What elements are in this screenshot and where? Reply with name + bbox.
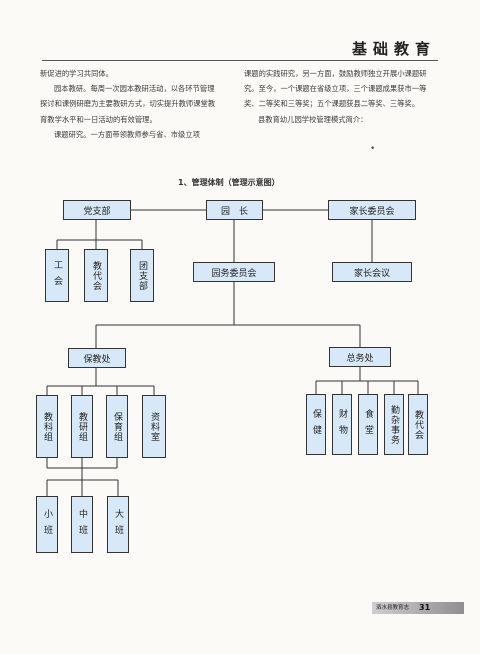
- box-label: 教科组: [42, 411, 52, 442]
- right-column: 课题的实践研究，另一方面，鼓励教师独立开展小课题研究。至今，一个课题在省级立项，…: [244, 66, 440, 127]
- general-child-box: 财物: [332, 394, 352, 455]
- box-label: 勤杂事务: [389, 404, 399, 445]
- footer-bar: [372, 602, 464, 614]
- box-label: 保健: [311, 408, 321, 441]
- box-label: 团支部: [137, 260, 147, 291]
- general-child-box: 保健: [306, 394, 326, 455]
- page-number: 31: [419, 603, 431, 612]
- party-child-box: 团支部: [130, 249, 154, 302]
- box-label: 总务处: [346, 353, 374, 364]
- care-child-box: 保育组: [106, 395, 128, 458]
- care-child-box: 教科组: [36, 395, 58, 458]
- paragraph: 县教育幼儿园学校管理模式简介：: [258, 114, 368, 124]
- paragraph: 课题研究。一方面带领教师参与省、市级立项: [54, 129, 200, 139]
- box-label: 资料室: [149, 411, 159, 442]
- figure-caption: 1、管理体制（管理示意图）: [178, 178, 280, 187]
- care-child-box: 教研组: [71, 395, 93, 458]
- party-branch-box: 党支部: [63, 200, 131, 220]
- header-rule: [42, 60, 438, 61]
- box-label: 大班: [113, 508, 123, 541]
- care-office-box: 保教处: [68, 348, 126, 368]
- box-label: 家长会议: [353, 268, 390, 279]
- affairs-committee-box: 园务委员会: [193, 262, 275, 282]
- bullet-dot: •: [370, 144, 376, 154]
- general-child-box: 勤杂事务: [384, 394, 404, 455]
- section-title: 基础教育: [351, 40, 436, 58]
- general-office-box: 总务处: [329, 347, 391, 367]
- box-label: 工会: [52, 259, 62, 292]
- class-box: 小班: [36, 496, 58, 553]
- box-label: 保育组: [112, 411, 122, 442]
- class-box: 大班: [107, 496, 129, 553]
- box-label: 财物: [337, 408, 347, 441]
- box-label: 小班: [42, 508, 52, 541]
- box-label: 园 长: [220, 206, 248, 217]
- box-label: 中班: [77, 508, 87, 541]
- paragraph: 课题的实践研究，另一方面，鼓励教师独立开展小课题研究。至今，一个课题在省级立项，…: [244, 69, 427, 109]
- journal-name: 泗水县教育志: [376, 605, 410, 611]
- box-label: 教代会: [413, 409, 423, 440]
- left-column: 新促进的学习共同体。 园本教研。每周一次园本教研活动，以各环节管理探讨和课例研磨…: [40, 66, 220, 142]
- box-label: 园务委员会: [211, 268, 257, 279]
- box-label: 保教处: [83, 354, 111, 365]
- paragraph: 园本教研。每周一次园本教研活动，以各环节管理探讨和课例研磨为主要教研方式，切实提…: [40, 84, 216, 124]
- box-label: 教代会: [91, 260, 101, 291]
- director-box: 园 长: [206, 200, 263, 220]
- paragraph: 新促进的学习共同体。: [40, 69, 113, 78]
- box-label: 教研组: [77, 411, 87, 442]
- party-child-box: 教代会: [84, 249, 108, 302]
- box-label: 家长委员会: [349, 206, 395, 217]
- care-child-box: 资料室: [142, 395, 166, 458]
- party-child-box: 工会: [45, 249, 69, 302]
- class-box: 中班: [71, 496, 93, 553]
- general-child-box: 食堂: [358, 394, 378, 455]
- box-label: 党支部: [83, 206, 111, 217]
- general-child-box: 教代会: [408, 394, 428, 455]
- parents-meeting-box: 家长会议: [332, 262, 412, 282]
- parents-committee-box: 家长委员会: [328, 200, 416, 220]
- box-label: 食堂: [363, 408, 373, 441]
